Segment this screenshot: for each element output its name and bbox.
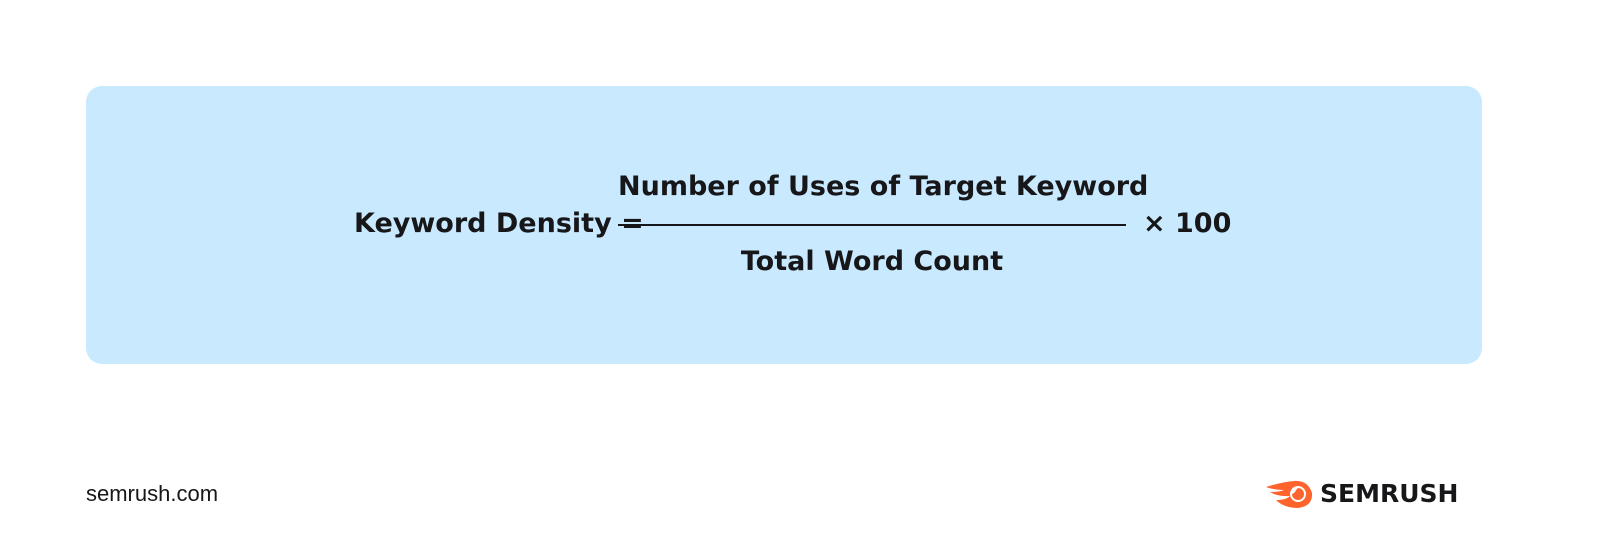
formula-numerator: Number of Uses of Target Keyword <box>618 171 1149 202</box>
formula-lhs: Keyword Density = <box>354 208 644 239</box>
semrush-flame-icon <box>1266 480 1313 508</box>
formula-fraction: Number of Uses of Target Keyword Total W… <box>618 167 1149 283</box>
formula-denominator: Total Word Count <box>740 246 1004 277</box>
brand-name: SEMRUSH <box>1320 479 1459 508</box>
fraction-bar <box>618 224 1126 226</box>
site-url: semrush.com <box>86 481 219 506</box>
semrush-logo: SEMRUSH <box>1264 476 1486 512</box>
formula-multiplier: × 100 <box>1143 208 1232 239</box>
